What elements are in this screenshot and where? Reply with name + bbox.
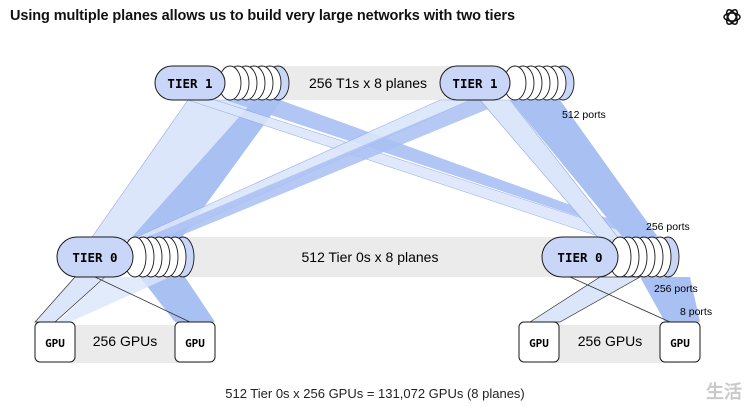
tier1-right-stack: TIER 1: [439, 65, 575, 101]
tier0-right-stack: TIER 0: [541, 236, 680, 278]
svg-text:GPU: GPU: [185, 337, 205, 350]
fan-t1left-t0left-mid: [130, 100, 282, 240]
fan-t0right-gpu-right: [640, 277, 700, 322]
page-title: Using multiple planes allows us to build…: [10, 8, 515, 24]
watermark: 生活: [706, 382, 742, 403]
tier0-ports-down-label: 256 ports: [654, 283, 698, 295]
svg-text:GPU: GPU: [529, 337, 549, 350]
link-t0left-gpu: [94, 276, 191, 323]
fan-t1left-t0right-mid: [225, 100, 650, 240]
openai-logo-icon: [723, 9, 741, 25]
gpu-box-left-1: GPU: [34, 321, 76, 363]
fan-t0left-gpu-right: [140, 277, 215, 322]
tier0-ports-up-label: 256 ports: [646, 221, 690, 233]
gpu-box-left-2: GPU: [174, 321, 216, 363]
tier1-count-label: 256 T1s x 8 planes: [309, 75, 427, 91]
gpu-box-right-1: GPU: [518, 321, 560, 363]
fan-t0left-cross: [58, 277, 170, 322]
link-t0right-gpu: [569, 276, 671, 323]
tier1-right-label: TIER 1: [452, 76, 497, 91]
gpu-count-left: 256 GPUs: [93, 333, 158, 349]
gpu-count-right: 256 GPUs: [578, 333, 643, 349]
tier0-right-label: TIER 0: [557, 250, 602, 265]
tier1-left-stack: TIER 1: [154, 65, 290, 101]
tier0-left-label: TIER 0: [72, 250, 117, 265]
tier1-left-label: TIER 1: [167, 76, 212, 91]
footer-equation: 512 Tier 0s x 256 GPUs = 131,072 GPUs (8…: [225, 386, 525, 401]
fan-t1right-t0left-mid: [140, 100, 510, 240]
svg-text:GPU: GPU: [670, 337, 690, 350]
fan-t1right-t0right-mid: [510, 100, 660, 240]
gpu-ports-label: 8 ports: [680, 306, 712, 318]
tier0-left-stack: TIER 0: [56, 236, 195, 278]
gpu-box-right-2: GPU: [659, 321, 701, 363]
tier0-band: [160, 237, 590, 277]
tier1-ports-label: 512 ports: [562, 109, 606, 121]
tier0-count-label: 512 Tier 0s x 8 planes: [302, 249, 439, 265]
svg-text:GPU: GPU: [45, 337, 65, 350]
gpu-band-right: [550, 325, 680, 363]
